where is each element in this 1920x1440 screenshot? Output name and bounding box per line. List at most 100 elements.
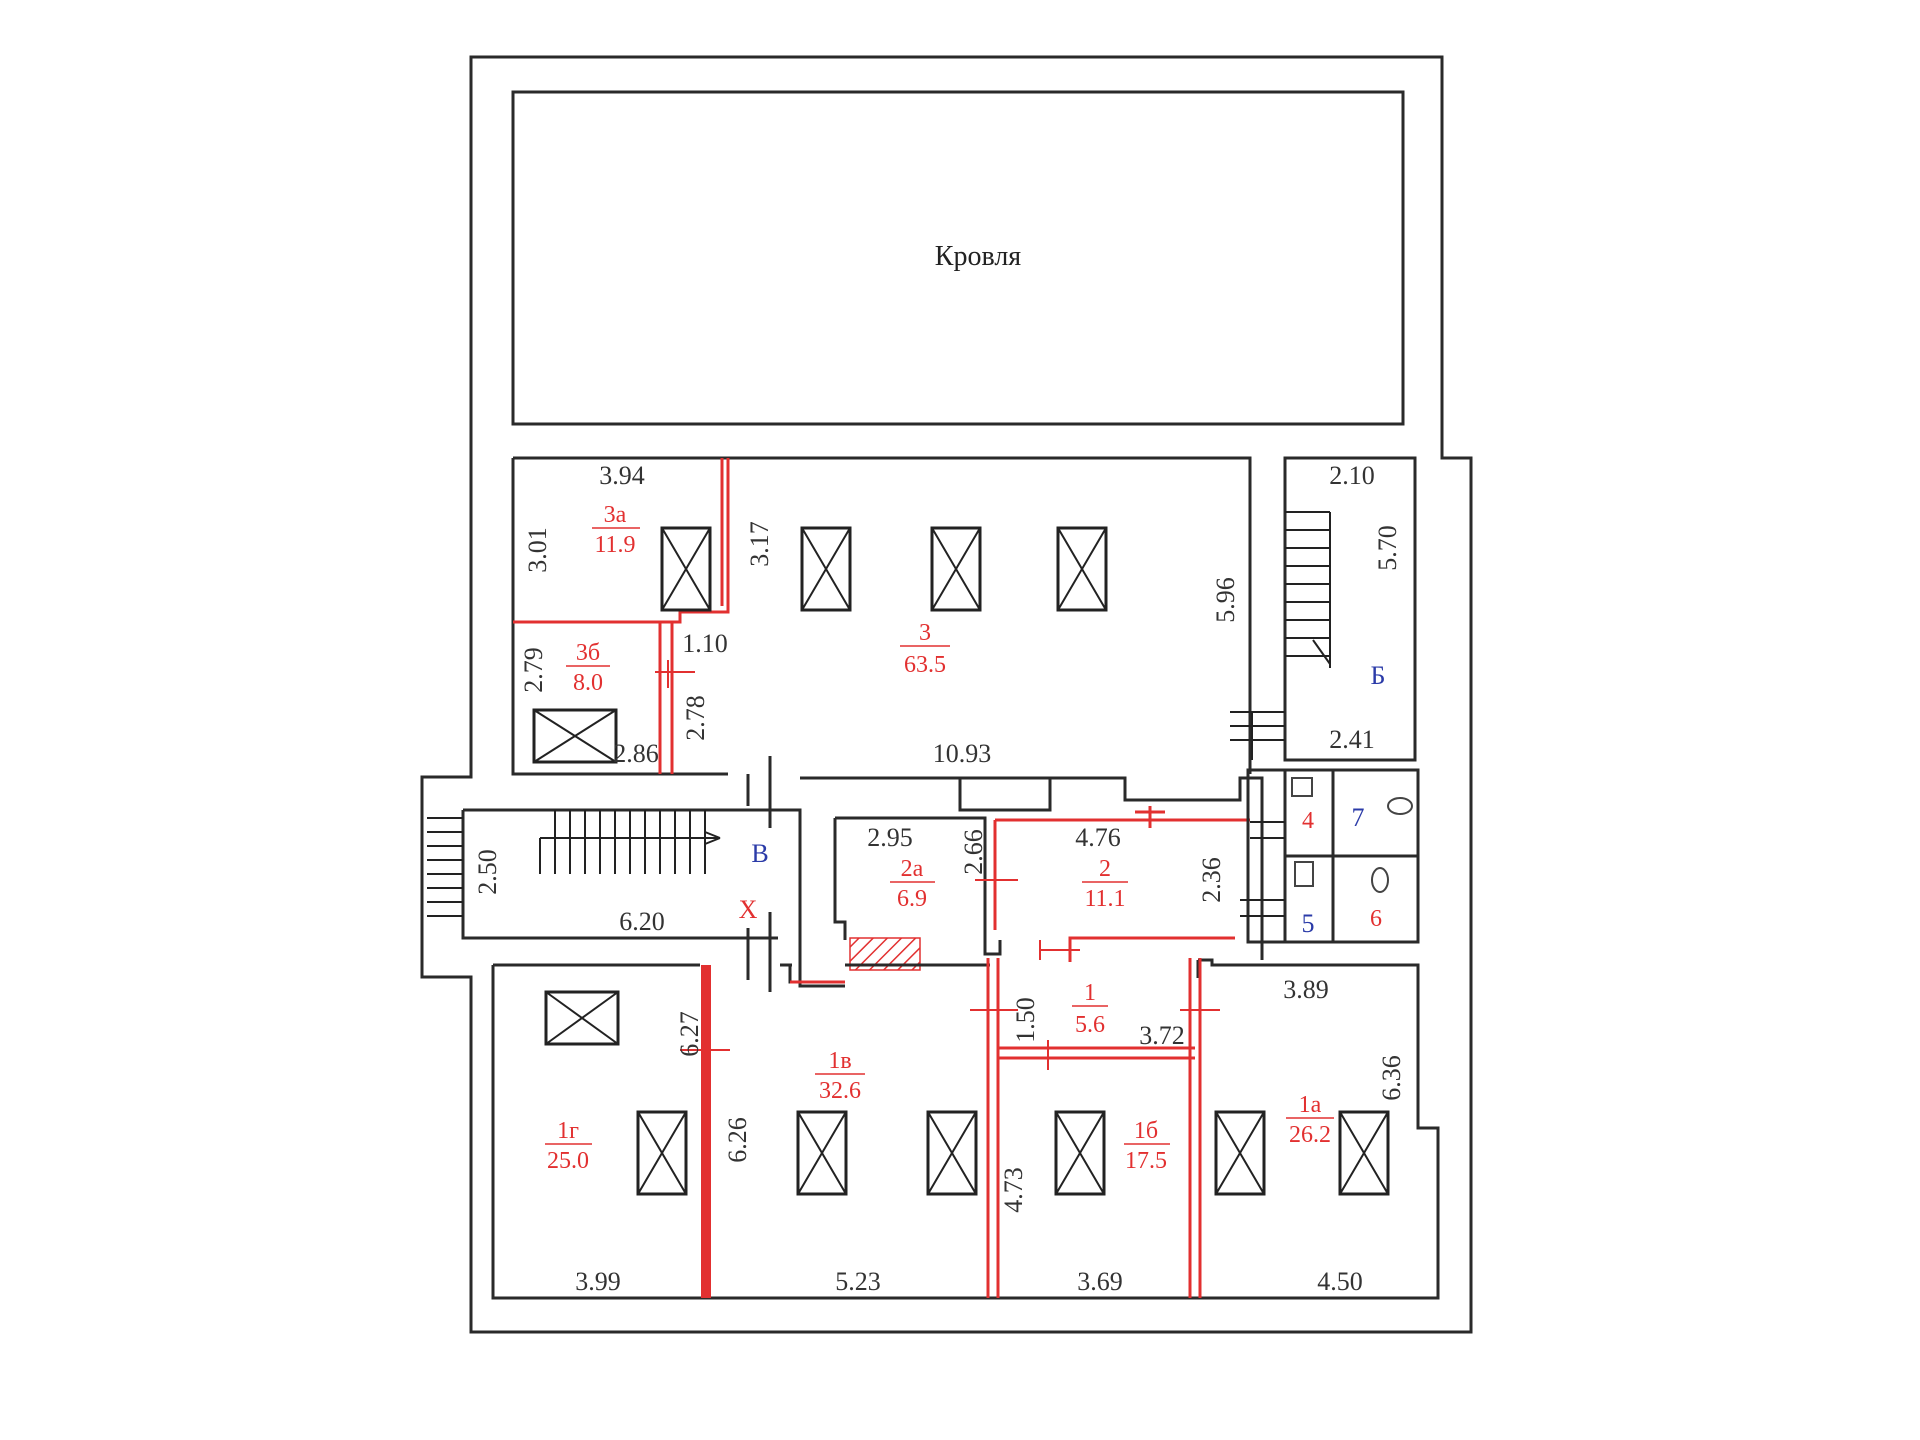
stair-v-walls bbox=[461, 808, 802, 976]
dim-6-27: 6.27 bbox=[675, 1011, 704, 1057]
toilet-icon bbox=[1387, 797, 1413, 815]
dim-3-99: 3.99 bbox=[575, 1267, 621, 1296]
svg-text:32.6: 32.6 bbox=[819, 1078, 861, 1104]
dim-5-23: 5.23 bbox=[835, 1267, 881, 1296]
room-number-6: 6 bbox=[1370, 906, 1382, 932]
svg-text:6.9: 6.9 bbox=[897, 886, 927, 912]
svg-text:3: 3 bbox=[919, 620, 931, 646]
column-3-3 bbox=[1056, 526, 1108, 612]
dim-6-26: 6.26 bbox=[723, 1117, 752, 1163]
dim-4-76: 4.76 bbox=[1075, 823, 1121, 852]
dim-2-95: 2.95 bbox=[867, 823, 913, 852]
room-label-2: 2 11.1 bbox=[1082, 856, 1128, 912]
stair-b-entry bbox=[1230, 711, 1285, 760]
dim-1-10: 1.10 bbox=[682, 629, 728, 658]
svg-text:1б: 1б bbox=[1134, 1118, 1158, 1144]
stair-b-enclosure bbox=[1283, 456, 1417, 762]
stair-v-doors bbox=[746, 756, 772, 992]
stair-v bbox=[427, 810, 721, 917]
svg-text:11.1: 11.1 bbox=[1084, 886, 1125, 912]
svg-text:17.5: 17.5 bbox=[1125, 1148, 1167, 1174]
dim-6-36: 6.36 bbox=[1377, 1055, 1406, 1101]
stair-label-b: Б bbox=[1371, 661, 1386, 690]
dim-5-70: 5.70 bbox=[1373, 525, 1402, 571]
room-3a-walls bbox=[513, 458, 730, 624]
dim-5-96: 5.96 bbox=[1211, 577, 1240, 623]
sink-icon-2 bbox=[1294, 861, 1314, 887]
room-label-1: 1 5.6 bbox=[1072, 980, 1108, 1038]
column-1v-2 bbox=[926, 1110, 978, 1196]
room-label-3: 3 63.5 bbox=[900, 620, 950, 678]
sanitary-steps bbox=[1240, 821, 1285, 917]
building-outline bbox=[420, 55, 1473, 1334]
upper-block-walls bbox=[511, 456, 1252, 776]
sanitary-partitions bbox=[1283, 770, 1418, 942]
column-3-1 bbox=[800, 526, 852, 612]
column-3a bbox=[660, 526, 712, 612]
dim-4-73: 4.73 bbox=[999, 1167, 1028, 1213]
svg-text:1: 1 bbox=[1084, 980, 1096, 1006]
room-number-4: 4 bbox=[1302, 808, 1314, 834]
svg-text:25.0: 25.0 bbox=[547, 1148, 589, 1174]
column-1g-top bbox=[544, 990, 620, 1046]
stair-label-v: В bbox=[751, 839, 768, 868]
column-3b bbox=[532, 708, 618, 764]
dim-3-17: 3.17 bbox=[745, 521, 774, 567]
toilet-icon-2 bbox=[1371, 867, 1389, 893]
svg-text:1в: 1в bbox=[828, 1048, 851, 1074]
lower-block-walls bbox=[491, 958, 1440, 1300]
room-label-3a: 3а 11.9 bbox=[592, 502, 640, 558]
svg-text:2: 2 bbox=[1099, 856, 1111, 882]
column-1v-1 bbox=[796, 1110, 848, 1196]
svg-text:11.9: 11.9 bbox=[594, 532, 635, 558]
dim-10-93: 10.93 bbox=[933, 739, 992, 768]
dim-2-50: 2.50 bbox=[473, 849, 502, 895]
dim-2-66: 2.66 bbox=[959, 829, 988, 875]
column-3-2 bbox=[930, 526, 982, 612]
corridor-1-walls bbox=[790, 938, 1202, 1298]
dim-3-01: 3.01 bbox=[523, 527, 552, 573]
dim-3-69: 3.69 bbox=[1077, 1267, 1123, 1296]
roof-label: Кровля bbox=[935, 241, 1022, 272]
dim-2-86: 2.86 bbox=[613, 739, 659, 768]
room-label-1g: 1г 25.0 bbox=[545, 1118, 592, 1174]
room-label-3b: 3б 8.0 bbox=[566, 640, 610, 696]
room-label-1v: 1в 32.6 bbox=[815, 1048, 865, 1104]
svg-text:1а: 1а bbox=[1299, 1092, 1322, 1118]
column-1b bbox=[1054, 1110, 1106, 1196]
dim-2-10: 2.10 bbox=[1329, 461, 1375, 490]
room-2a-walls bbox=[833, 816, 1002, 956]
svg-text:1г: 1г bbox=[557, 1118, 579, 1144]
sink-icon bbox=[1291, 777, 1313, 797]
dim-3-94: 3.94 bbox=[599, 461, 645, 490]
dim-3-72: 3.72 bbox=[1139, 1021, 1185, 1050]
svg-text:5.6: 5.6 bbox=[1075, 1012, 1105, 1038]
room-number-7: 7 bbox=[1352, 803, 1365, 832]
svg-text:8.0: 8.0 bbox=[573, 670, 603, 696]
door-mark-3b bbox=[655, 660, 695, 688]
dim-4-50: 4.50 bbox=[1317, 1267, 1363, 1296]
room-number-5: 5 bbox=[1302, 909, 1315, 938]
room-label-1b: 1б 17.5 bbox=[1124, 1118, 1170, 1174]
column-1g bbox=[636, 1110, 688, 1196]
svg-text:2а: 2а bbox=[901, 856, 924, 882]
dim-2-79: 2.79 bbox=[519, 647, 548, 693]
column-1a-1 bbox=[1214, 1110, 1266, 1196]
svg-text:26.2: 26.2 bbox=[1289, 1122, 1331, 1148]
stair-label-x: Х bbox=[739, 895, 758, 924]
svg-text:63.5: 63.5 bbox=[904, 652, 946, 678]
door-marks-lower bbox=[680, 940, 1220, 1070]
thick-partition-1g-1v bbox=[701, 965, 711, 1298]
column-1a-2 bbox=[1338, 1110, 1390, 1196]
dim-2-78: 2.78 bbox=[681, 695, 710, 741]
room-label-2a: 2а 6.9 bbox=[890, 856, 935, 912]
dim-6-20: 6.20 bbox=[619, 907, 665, 936]
dim-2-41: 2.41 bbox=[1329, 725, 1375, 754]
room-3b-walls bbox=[658, 622, 674, 774]
corridor-walls bbox=[798, 776, 1264, 988]
dim-1-50: 1.50 bbox=[1011, 997, 1040, 1043]
stair-b bbox=[1285, 511, 1331, 668]
dim-3-89: 3.89 bbox=[1283, 975, 1329, 1004]
dim-2-36: 2.36 bbox=[1197, 857, 1226, 903]
